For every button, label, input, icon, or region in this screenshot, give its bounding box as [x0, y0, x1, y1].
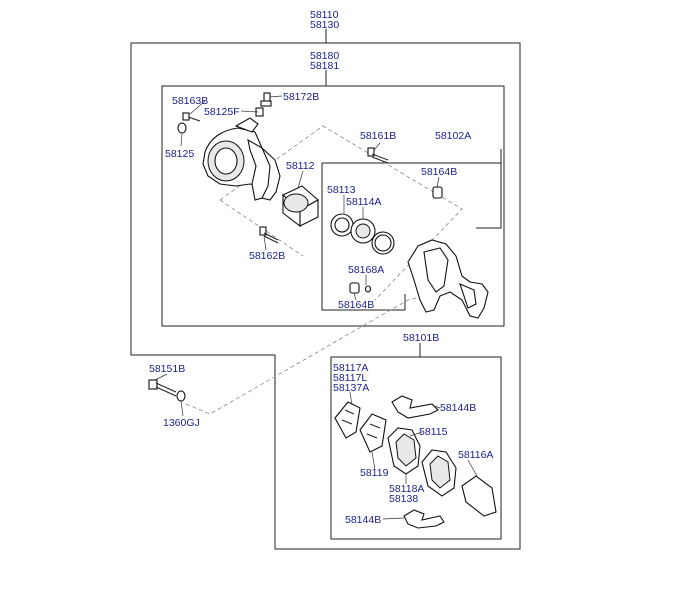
bracket-subframe [321, 149, 502, 311]
label-1360GJ[interactable]: 1360GJ [163, 417, 200, 429]
bleeder-screw [260, 92, 272, 107]
brake-pad-outer [421, 449, 457, 497]
label-58168A[interactable]: 58168A [348, 264, 384, 276]
label-58125[interactable]: 58125 [165, 148, 194, 160]
label-58125F[interactable]: 58125F [204, 106, 240, 118]
label-58117L[interactable]: 58117L [333, 372, 367, 384]
label-58110[interactable]: 58110 [310, 9, 339, 21]
label-58117A[interactable]: 58117A [333, 362, 368, 374]
washer-1360GJ [176, 390, 186, 402]
brake-pad-inner [387, 427, 421, 475]
guide-bolt-lower [259, 226, 279, 244]
caliper-body [202, 117, 281, 201]
shim-plate-1 [334, 401, 361, 439]
mounting-bolt [148, 379, 177, 397]
label-58115[interactable]: 58115 [419, 426, 448, 438]
pin-boot-upper [432, 186, 443, 199]
label-58144B-lower[interactable]: 58144B [345, 514, 381, 526]
cap-58125 [177, 122, 187, 134]
label-58172B[interactable]: 58172B [283, 91, 319, 103]
leader-lines [154, 95, 479, 520]
label-58161B[interactable]: 58161B [360, 130, 396, 142]
label-58162B[interactable]: 58162B [249, 250, 285, 262]
pin-boot-lower [349, 282, 372, 294]
label-58116A[interactable]: 58116A [458, 449, 493, 461]
anti-squeal-shim [461, 475, 497, 517]
caliper-bracket [407, 239, 489, 319]
label-58102A[interactable]: 58102A [435, 130, 471, 142]
label-58144B-upper[interactable]: 58144B [440, 402, 476, 414]
assembly-frame [130, 42, 521, 550]
label-58113[interactable]: 58113 [327, 184, 356, 196]
label-58118A[interactable]: 58118A [389, 483, 424, 495]
label-58180[interactable]: 58180 [310, 50, 339, 62]
label-58164B-lower[interactable]: 58164B [338, 299, 374, 311]
bolt-58163B [182, 112, 201, 122]
label-58119[interactable]: 58119 [360, 467, 389, 479]
pad-retainer-clip-bottom [403, 509, 445, 529]
label-58163B[interactable]: 58163B [172, 95, 208, 107]
piston [282, 185, 319, 228]
label-58181[interactable]: 58181 [310, 60, 339, 72]
pad-kit-box [330, 356, 502, 540]
label-58138[interactable]: 58138 [389, 493, 418, 505]
pad-retainer-clip-top [391, 395, 439, 419]
label-58101B[interactable]: 58101B [403, 332, 439, 344]
caliper-assembly-box [161, 85, 505, 327]
shim-plate-2 [359, 413, 387, 453]
guide-bolt-upper [367, 147, 389, 164]
label-58151B[interactable]: 58151B [149, 363, 185, 375]
label-58137A[interactable]: 58137A [333, 382, 369, 394]
label-58112[interactable]: 58112 [286, 160, 315, 172]
label-58130[interactable]: 58130 [310, 19, 339, 31]
label-58114A[interactable]: 58114A [346, 196, 381, 208]
label-58164B-upper[interactable]: 58164B [421, 166, 457, 178]
